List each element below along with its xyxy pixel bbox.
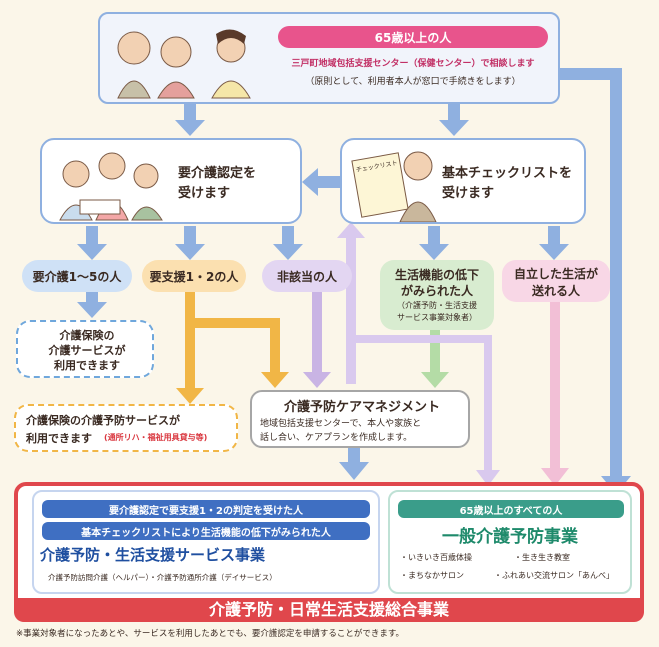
comprehensive-footer-title: 介護予防・日常生活支援総合事業	[14, 598, 644, 622]
service-business-panel: 要介護認定で要支援1・2の判定を受けた人 基本チェックリストにより生活機能の低下…	[32, 490, 380, 594]
result-not-applicable: 非該当の人	[262, 260, 352, 292]
arrow-independent-to-general	[541, 302, 569, 486]
arrow-not-applicable-to-care-management	[303, 292, 331, 388]
tag-function-decline: 基本チェックリストにより生活機能の低下がみられた人	[42, 522, 370, 540]
result-support-1-2: 要支援1・2の人	[142, 260, 246, 292]
decline-line-1: 生活機能の低下	[394, 268, 479, 282]
prevention-service-note: (通所リハ・福祉用具貸与等)	[104, 433, 208, 442]
decline-note-1: （介護予防・生活支援	[397, 301, 477, 310]
service-business-title: 介護予防・生活支援サービス事業	[40, 546, 266, 564]
result-care-1to5: 要介護1〜5の人	[22, 260, 132, 292]
care-service-line-3: 利用できます	[54, 359, 120, 372]
care-service-box: 介護保険の 介護サービスが 利用できます	[16, 320, 154, 378]
arrow-decline-to-care-management	[421, 330, 449, 388]
care-management-title: 介護予防ケアマネジメント	[283, 400, 440, 415]
arrow-top-to-checklist	[439, 104, 469, 136]
consult-text: 三戸町地域包括支援センター（保健センター）で相談します	[291, 59, 535, 69]
care-management-box: 介護予防ケアマネジメント 地域包括支援センターで、本人や家族と 話し合い、ケアプ…	[250, 390, 470, 448]
checklist-title-1: 基本チェックリストを	[442, 166, 573, 181]
footnote: ※事業対象者になったあとや、サービスを利用したあとでも、要介護認定を申請すること…	[16, 629, 405, 639]
decline-line-2: がみられた人	[400, 284, 473, 298]
seniors-illustration	[106, 20, 266, 100]
care-management-desc-1: 地域包括支援センターで、本人や家族と	[260, 419, 422, 429]
arrow-checklist-to-certification	[302, 168, 340, 196]
certification-box: 要介護認定を 受けます	[40, 138, 302, 224]
arrow-to-care1to5	[77, 226, 107, 260]
general-item-exercise: ・いきいき百歳体操	[400, 553, 472, 562]
independent-line-1: 自立した生活が	[513, 267, 598, 281]
result-function-decline: 生活機能の低下 がみられた人 （介護予防・生活支援 サービス事業対象者）	[380, 260, 494, 330]
arrow-to-general-purple	[356, 335, 500, 486]
care-service-line-2: 介護サービスが	[48, 344, 126, 357]
prevention-service-line-2: 利用できます	[26, 432, 92, 445]
general-item-class: ・生き生き教室	[514, 553, 570, 562]
elder-man-illustration	[398, 146, 438, 223]
principle-text: （原則として、利用者本人が窓口で手続きをします）	[305, 77, 521, 87]
top-intake-box: 65歳以上の人 三戸町地域包括支援センター（保健センター）で相談します （原則と…	[98, 12, 560, 104]
arrow-not-applicable-to-checklist	[337, 222, 365, 384]
arrow-care-management-to-service-business	[339, 448, 369, 480]
tag-all-65-plus: 65歳以上のすべての人	[398, 500, 624, 518]
arrow-to-decline	[419, 226, 449, 260]
arrow-to-not-applicable	[273, 226, 303, 260]
age-65-header: 65歳以上の人	[278, 26, 548, 48]
prevention-service-box: 介護保険の介護予防サービスが 利用できます (通所リハ・福祉用具貸与等)	[14, 404, 238, 452]
arrow-to-support12	[175, 226, 205, 260]
family-illustration	[50, 144, 170, 222]
decline-note-2: サービス事業対象者）	[397, 313, 477, 322]
independent-line-2: 送れる人	[531, 284, 580, 298]
general-item-exchange-salon: ・ふれあい交流サロン「あんべ」	[494, 571, 614, 580]
service-business-items: 介護予防訪問介護（ヘルパー）・介護予防通所介護（デイサービス）	[48, 573, 277, 582]
checklist-sheet-label: チェックリスト	[355, 159, 399, 174]
checklist-box: チェックリスト 基本チェックリストを 受けます	[340, 138, 586, 224]
arrow-support12-to-prevention-service	[176, 292, 289, 404]
care-service-line-1: 介護保険の	[59, 329, 115, 342]
prevention-service-line-1: 介護保険の介護予防サービスが	[26, 414, 180, 427]
tag-support-judged: 要介護認定で要支援1・2の判定を受けた人	[42, 500, 370, 518]
general-prevention-title: 一般介護予防事業	[442, 527, 578, 547]
certification-title-2: 受けます	[178, 186, 231, 201]
certification-title-1: 要介護認定を	[178, 166, 257, 181]
result-independent: 自立した生活が 送れる人	[502, 260, 610, 302]
arrow-top-to-certification	[175, 104, 205, 136]
care-management-desc-2: 話し合い、ケアプランを作成します。	[260, 433, 413, 443]
general-item-town-salon: ・まちなかサロン	[400, 571, 464, 580]
arrow-to-independent	[539, 226, 569, 260]
checklist-title-2: 受けます	[442, 186, 495, 201]
arrow-care1to5-to-care-service	[77, 292, 107, 318]
general-prevention-panel: 65歳以上のすべての人 一般介護予防事業 ・いきいき百歳体操 ・生き生き教室 ・…	[388, 490, 632, 594]
